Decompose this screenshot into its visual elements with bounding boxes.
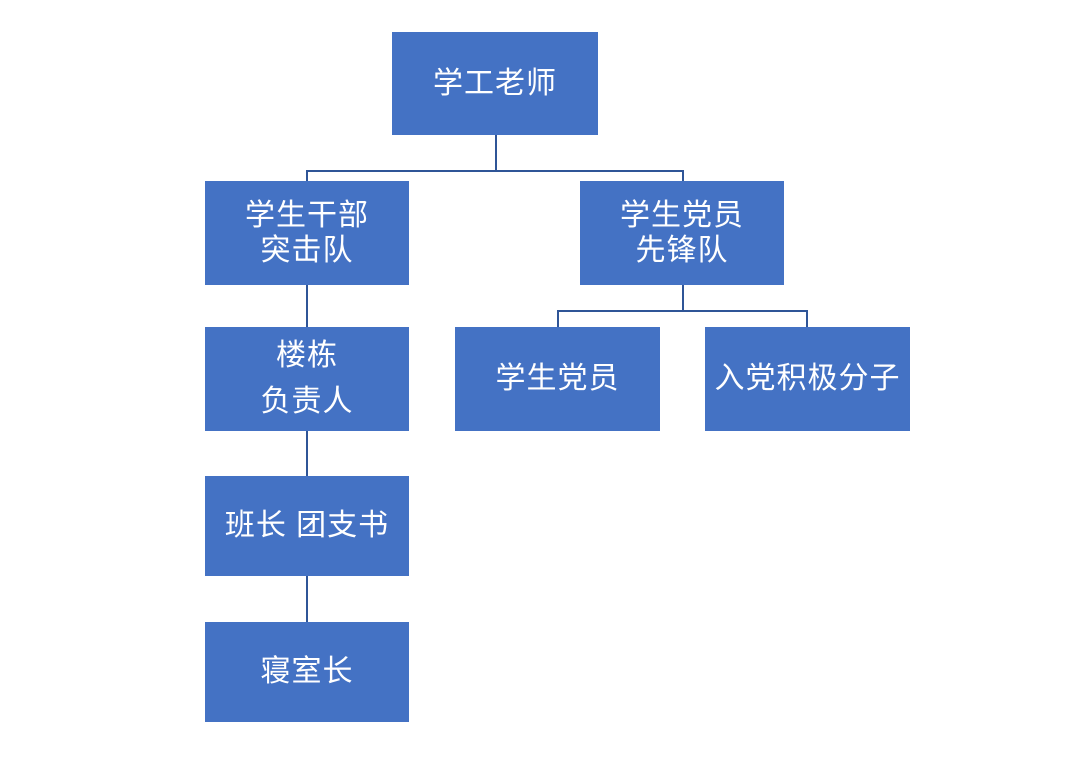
node-student-party-vanguard-line-0: 学生党员 xyxy=(620,198,744,232)
node-party-activist[interactable]: 入党积极分子 xyxy=(705,327,910,431)
node-dorm-head[interactable]: 寝室长 xyxy=(205,622,409,722)
connector-root-to-cadre xyxy=(306,170,308,181)
node-building-manager[interactable]: 楼栋 负责人 xyxy=(205,327,409,431)
connector-root-to-vanguard xyxy=(682,170,684,181)
node-root[interactable]: 学工老师 xyxy=(392,32,598,135)
node-dorm-head-line-0: 寝室长 xyxy=(260,655,354,689)
connector-vanguard-to-activist xyxy=(806,310,808,327)
node-class-monitor-line-0: 班长 团支书 xyxy=(224,509,390,543)
connector-cadre-to-building xyxy=(306,285,308,327)
connector-vanguard-bar xyxy=(557,310,808,312)
connector-root-bar xyxy=(306,170,683,172)
connector-monitor-to-dorm xyxy=(306,576,308,622)
connector-vanguard-to-member xyxy=(557,310,559,327)
node-student-party-vanguard-line-1: 先锋队 xyxy=(635,234,729,267)
connector-building-to-monitor xyxy=(306,431,308,476)
node-student-cadre-team-line-0: 学生干部 xyxy=(245,198,369,232)
node-student-party-member[interactable]: 学生党员 xyxy=(455,327,660,431)
node-class-monitor[interactable]: 班长 团支书 xyxy=(205,476,409,576)
node-student-party-member-line-0: 学生党员 xyxy=(495,362,620,396)
connector-vanguard-stem xyxy=(682,285,684,311)
node-student-cadre-team[interactable]: 学生干部 突击队 xyxy=(205,181,409,285)
node-student-cadre-team-line-1: 突击队 xyxy=(260,234,354,267)
node-root-line-0: 学工老师 xyxy=(433,66,557,100)
node-student-party-vanguard[interactable]: 学生党员 先锋队 xyxy=(580,181,784,285)
connector-root-stem xyxy=(495,135,497,171)
node-building-manager-line-0: 楼栋 xyxy=(276,338,338,372)
node-party-activist-line-0: 入党积极分子 xyxy=(714,362,901,396)
node-building-manager-line-1: 负责人 xyxy=(260,385,354,418)
